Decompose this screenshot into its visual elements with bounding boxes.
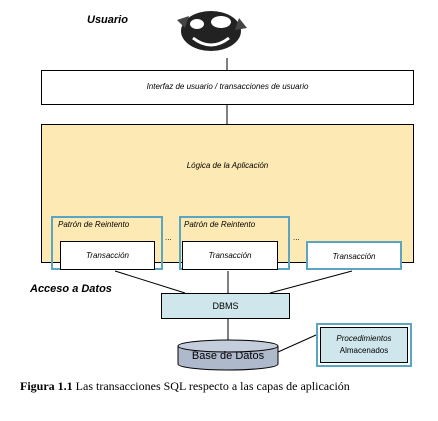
- retry-pattern-label-1: Patrón de Reintento: [58, 220, 130, 229]
- transaction-box-3: Transacción: [306, 241, 402, 270]
- dbms-box: DBMS: [161, 293, 290, 319]
- stored-procedures-line1: Procedimientos: [336, 334, 392, 343]
- transaction-label-3: Transacción: [332, 252, 376, 261]
- connector-tx3-dbms: [269, 270, 353, 294]
- dbms-label: DBMS: [212, 301, 239, 311]
- figure-caption-text: Las transacciones SQL respecto a las cap…: [75, 379, 350, 393]
- ui-layer-box: Interfaz de usuario / transacciones de u…: [41, 70, 414, 105]
- figure-caption-label: Figura 1.1: [20, 379, 73, 393]
- database-cylinder-icon: [177, 339, 279, 371]
- transaction-box-1: Transacción: [60, 241, 155, 270]
- transaction-label-1: Transacción: [86, 251, 129, 260]
- ellipsis-1: ...: [165, 233, 172, 242]
- data-access-label: Acceso a Datos: [30, 283, 112, 295]
- user-avatar-icon: [177, 11, 247, 51]
- connector-tx1-dbms: [114, 270, 186, 294]
- stored-procedures-box: Procedimientos Almacenados: [316, 323, 412, 367]
- app-logic-label: Lógica de la Aplicación: [186, 161, 269, 170]
- connector-db-procs: [277, 334, 317, 353]
- ellipsis-2: ...: [293, 233, 300, 242]
- user-label: Usuario: [87, 14, 128, 26]
- transaction-box-2: Transacción: [182, 241, 278, 270]
- transaction-label-2: Transacción: [208, 251, 252, 260]
- stored-procedures-line2: Almacenados: [339, 346, 389, 355]
- figure-caption: Figura 1.1 Las transacciones SQL respect…: [20, 380, 416, 393]
- stored-procedures-inner: Procedimientos Almacenados: [320, 327, 408, 363]
- retry-pattern-label-2: Patrón de Reintento: [184, 220, 256, 229]
- database-label: Base de Datos: [191, 350, 265, 362]
- ui-layer-label: Interfaz de usuario / transacciones de u…: [146, 82, 309, 91]
